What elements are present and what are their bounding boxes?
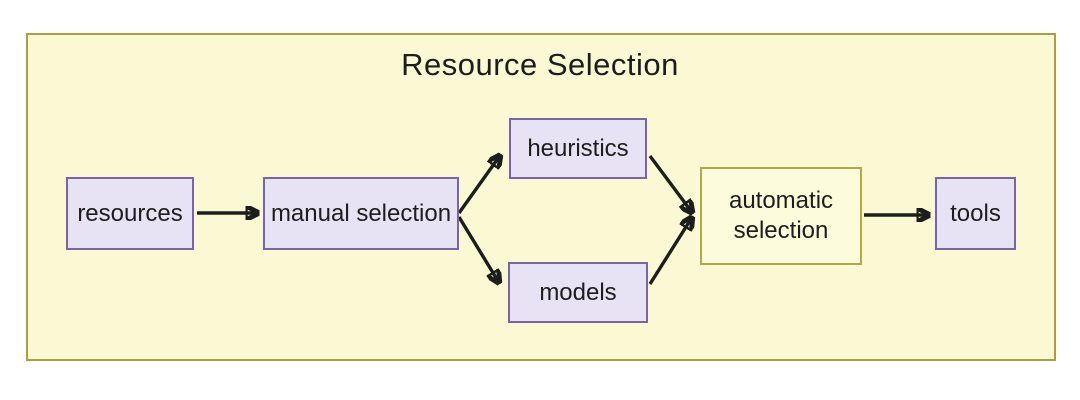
node-tools: tools bbox=[935, 177, 1016, 250]
node-automatic-selection: automatic selection bbox=[700, 167, 862, 265]
node-tools-label: tools bbox=[950, 199, 1001, 227]
diagram-title: Resource Selection bbox=[401, 47, 679, 82]
node-heuristics: heuristics bbox=[509, 118, 647, 179]
node-manual-selection-label: manual selection bbox=[270, 199, 452, 227]
node-models-label: models bbox=[539, 278, 617, 306]
node-resources-label: resources bbox=[77, 199, 183, 227]
node-resources: resources bbox=[66, 177, 194, 250]
node-manual-selection: manual selection bbox=[263, 177, 459, 250]
node-heuristics-label: heuristics bbox=[527, 134, 629, 162]
node-automatic-selection-label: automatic selection bbox=[728, 187, 834, 244]
node-models: models bbox=[508, 262, 648, 323]
